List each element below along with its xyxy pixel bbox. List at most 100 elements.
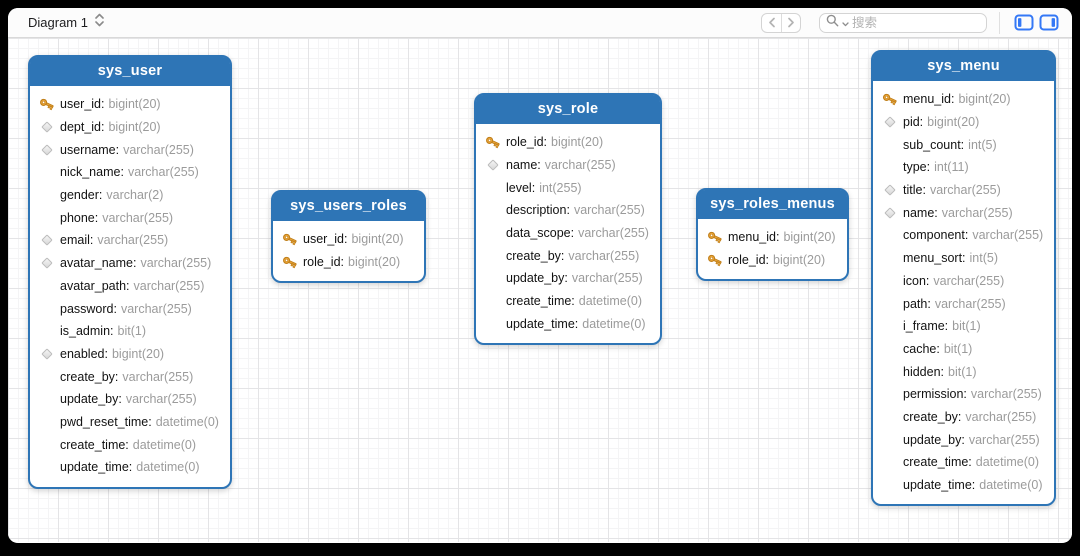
primary-key-icon xyxy=(485,134,501,150)
field-type: bigint(20) xyxy=(108,120,161,135)
field-row[interactable]: type:int(11) xyxy=(873,156,1054,179)
index-icon xyxy=(882,114,898,130)
icon-spacer xyxy=(39,210,55,226)
field-row[interactable]: email:varchar(255) xyxy=(30,229,230,252)
field-row[interactable]: user_id:bigint(20) xyxy=(30,93,230,116)
field-row[interactable]: update_by:varchar(255) xyxy=(873,428,1054,451)
chevron-left-icon xyxy=(768,17,775,28)
table-sys-users-roles[interactable]: sys_users_roles user_id:bigint(20)role_i… xyxy=(271,190,426,284)
field-row[interactable]: data_scope:varchar(255) xyxy=(476,222,660,245)
field-row[interactable]: user_id:bigint(20) xyxy=(273,228,424,251)
field-row[interactable]: role_id:bigint(20) xyxy=(273,251,424,274)
field-row[interactable]: update_time:datetime(0) xyxy=(873,474,1054,497)
field-row[interactable]: gender:varchar(2) xyxy=(30,184,230,207)
table-header[interactable]: sys_user xyxy=(30,57,230,86)
icon-spacer xyxy=(882,454,898,470)
field-type: varchar(255) xyxy=(972,228,1044,243)
field-name: create_by: xyxy=(506,248,565,263)
search-field[interactable] xyxy=(819,12,987,33)
field-row[interactable]: path:varchar(255) xyxy=(873,292,1054,315)
field-row[interactable]: hidden:bit(1) xyxy=(873,360,1054,383)
field-row[interactable]: role_id:bigint(20) xyxy=(476,131,660,154)
toolbar: Diagram 1 xyxy=(8,8,1072,38)
field-row[interactable]: create_time:datetime(0) xyxy=(476,290,660,313)
field-row[interactable]: update_time:datetime(0) xyxy=(30,456,230,479)
index-icon xyxy=(39,255,55,271)
field-row[interactable]: password:varchar(255) xyxy=(30,297,230,320)
field-row[interactable]: name:varchar(255) xyxy=(873,201,1054,224)
field-row[interactable]: create_time:datetime(0) xyxy=(873,451,1054,474)
field-row[interactable]: menu_sort:int(5) xyxy=(873,247,1054,270)
table-header[interactable]: sys_menu xyxy=(873,52,1054,81)
toggle-left-panel-button[interactable] xyxy=(1013,13,1035,33)
field-row[interactable]: role_id:bigint(20) xyxy=(698,249,847,272)
field-row[interactable]: create_by:varchar(255) xyxy=(873,406,1054,429)
table-sys-roles-menus[interactable]: sys_roles_menus menu_id:bigint(20)role_i… xyxy=(696,188,849,282)
field-row[interactable]: sub_count:int(5) xyxy=(873,133,1054,156)
table-header[interactable]: sys_roles_menus xyxy=(698,190,847,219)
icon-spacer xyxy=(39,323,55,339)
field-name: avatar_path: xyxy=(60,278,130,293)
field-row[interactable]: menu_id:bigint(20) xyxy=(873,88,1054,111)
primary-key-icon xyxy=(39,96,55,112)
diagram-selector[interactable]: Diagram 1 xyxy=(28,13,104,32)
field-type: datetime(0) xyxy=(578,294,643,309)
field-row[interactable]: update_by:varchar(255) xyxy=(30,388,230,411)
field-name: nick_name: xyxy=(60,165,124,180)
field-row[interactable]: update_by:varchar(255) xyxy=(476,267,660,290)
field-type: int(5) xyxy=(968,137,997,152)
field-row[interactable]: enabled:bigint(20) xyxy=(30,343,230,366)
field-name: password: xyxy=(60,301,117,316)
field-name: type: xyxy=(903,160,931,175)
field-row[interactable]: nick_name:varchar(255) xyxy=(30,161,230,184)
field-row[interactable]: description:varchar(255) xyxy=(476,199,660,222)
field-type: varchar(255) xyxy=(544,158,616,173)
field-row[interactable]: create_by:varchar(255) xyxy=(30,365,230,388)
table-sys-role[interactable]: sys_role role_id:bigint(20)name:varchar(… xyxy=(474,93,662,346)
field-row[interactable]: title:varchar(255) xyxy=(873,179,1054,202)
toggle-right-panel-button[interactable] xyxy=(1038,13,1060,33)
field-row[interactable]: avatar_name:varchar(255) xyxy=(30,252,230,275)
field-row[interactable]: component:varchar(255) xyxy=(873,224,1054,247)
field-row[interactable]: create_time:datetime(0) xyxy=(30,433,230,456)
table-sys-menu[interactable]: sys_menu menu_id:bigint(20)pid:bigint(20… xyxy=(871,50,1056,507)
index-icon xyxy=(882,205,898,221)
icon-spacer xyxy=(39,437,55,453)
icon-spacer xyxy=(882,386,898,402)
field-type: varchar(255) xyxy=(127,165,199,180)
field-row[interactable]: dept_id:bigint(20) xyxy=(30,116,230,139)
field-row[interactable]: menu_id:bigint(20) xyxy=(698,226,847,249)
search-input[interactable] xyxy=(852,15,980,30)
field-row[interactable]: cache:bit(1) xyxy=(873,338,1054,361)
diagram-canvas[interactable]: sys_user user_id:bigint(20)dept_id:bigin… xyxy=(8,38,1072,542)
icon-spacer xyxy=(485,202,501,218)
table-sys-user[interactable]: sys_user user_id:bigint(20)dept_id:bigin… xyxy=(28,55,232,489)
field-row[interactable]: is_admin:bit(1) xyxy=(30,320,230,343)
field-row[interactable]: phone:varchar(255) xyxy=(30,206,230,229)
field-row[interactable]: username:varchar(255) xyxy=(30,138,230,161)
field-type: varchar(255) xyxy=(571,271,643,286)
table-header[interactable]: sys_users_roles xyxy=(273,192,424,221)
field-row[interactable]: update_time:datetime(0) xyxy=(476,313,660,336)
field-row[interactable]: icon:varchar(255) xyxy=(873,270,1054,293)
field-name: menu_id: xyxy=(728,230,780,245)
table-header[interactable]: sys_role xyxy=(476,95,660,124)
back-button[interactable] xyxy=(762,14,781,32)
field-row[interactable]: pwd_reset_time:datetime(0) xyxy=(30,411,230,434)
field-row[interactable]: level:int(255) xyxy=(476,176,660,199)
icon-spacer xyxy=(485,270,501,286)
forward-button[interactable] xyxy=(781,13,800,32)
table-body: user_id:bigint(20)dept_id:bigint(20)user… xyxy=(30,86,230,487)
stepper-chevrons-icon[interactable] xyxy=(95,13,104,32)
icon-spacer xyxy=(882,296,898,312)
field-type: datetime(0) xyxy=(975,455,1040,470)
field-row[interactable]: pid:bigint(20) xyxy=(873,111,1054,134)
field-row[interactable]: avatar_path:varchar(255) xyxy=(30,275,230,298)
field-row[interactable]: permission:varchar(255) xyxy=(873,383,1054,406)
field-row[interactable]: create_by:varchar(255) xyxy=(476,244,660,267)
primary-key-icon xyxy=(882,91,898,107)
search-options-chevron-icon[interactable] xyxy=(842,14,849,32)
field-row[interactable]: i_frame:bit(1) xyxy=(873,315,1054,338)
field-type: bit(1) xyxy=(943,341,973,356)
field-row[interactable]: name:varchar(255) xyxy=(476,154,660,177)
